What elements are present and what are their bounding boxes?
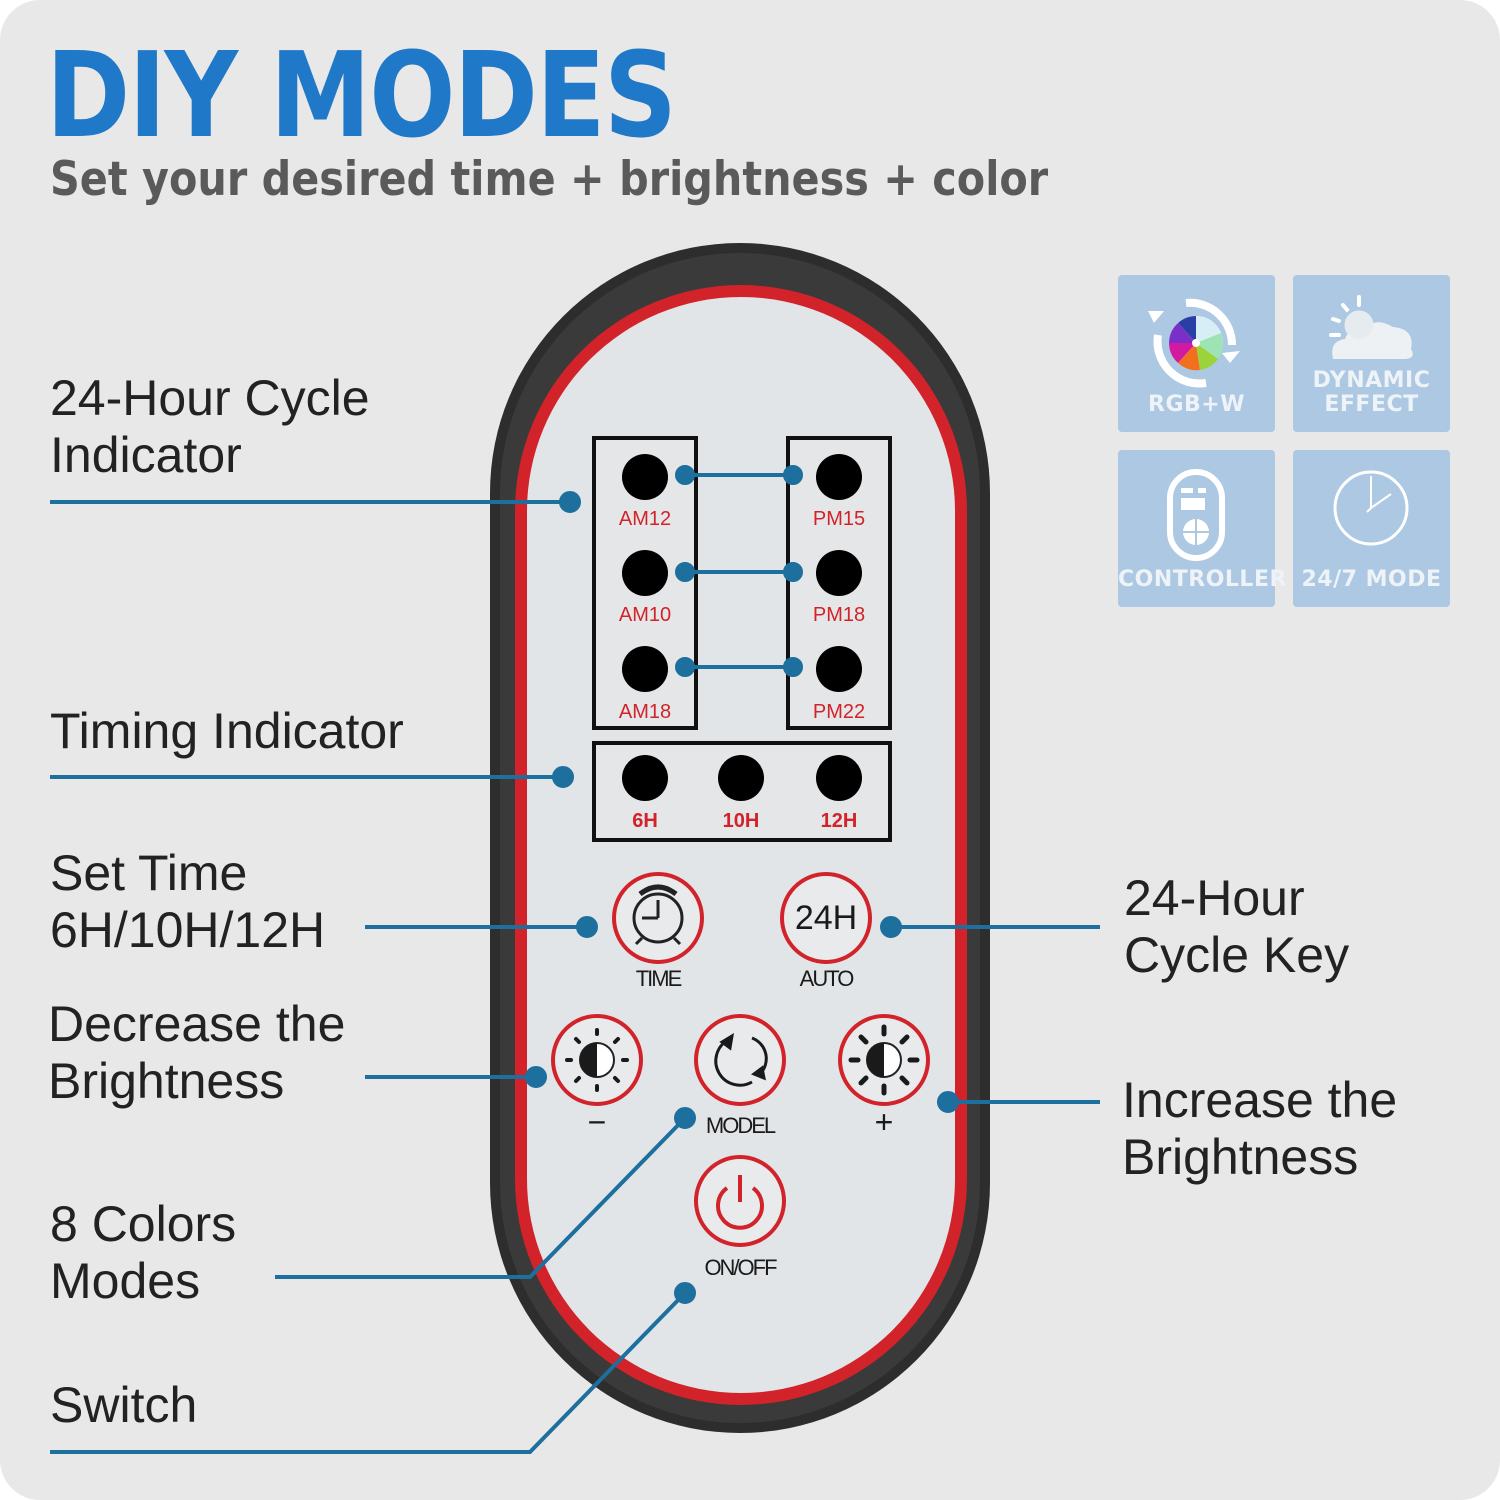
power-button[interactable]	[694, 1155, 786, 1247]
svg-text:AM18: AM18	[619, 701, 671, 723]
badge-rgbw: RGB+W	[1118, 275, 1275, 432]
svg-text:24H: 24H	[795, 899, 857, 937]
svg-text:AM12: AM12	[619, 508, 671, 530]
pm-indicator-panel	[786, 436, 892, 730]
svg-text:PM18: PM18	[813, 604, 865, 626]
callout-color-modes: 8 Colors Modes	[50, 1196, 237, 1309]
cycle-arrows-icon	[714, 1033, 768, 1087]
remote-icon	[1167, 469, 1225, 561]
brightness-up-button[interactable]	[838, 1014, 930, 1106]
brightness-low-icon	[565, 1028, 629, 1092]
svg-text:MODEL: MODEL	[706, 1113, 776, 1138]
color-wheel-icon	[1148, 298, 1240, 388]
badge-dynamic-effect: DYNAMIC EFFECT	[1293, 275, 1450, 432]
callout-cycle-indicator: 24-Hour Cycle Indicator	[50, 370, 370, 483]
callout-set-time: Set Time 6H/10H/12H	[50, 845, 326, 958]
badge-24-7-mode: 24/7 MODE	[1293, 450, 1450, 607]
svg-text:−: −	[588, 1104, 607, 1140]
page-subtitle: Set your desired time + brightness + col…	[50, 152, 1049, 207]
badge-controller: CONTROLLER	[1118, 450, 1287, 607]
callout-switch: Switch	[50, 1377, 198, 1433]
button-labels: TIME 24H AUTO − MODEL + ON/OFF	[588, 899, 894, 1280]
callout-cycle-key: 24-Hour Cycle Key	[1124, 870, 1350, 983]
led-labels: AM12 AM10 AM18 PM15 PM18 PM22 6H 10H 12H	[619, 508, 865, 832]
svg-text:12H: 12H	[821, 810, 858, 832]
svg-text:PM22: PM22	[813, 701, 865, 723]
time-button[interactable]	[612, 872, 704, 964]
svg-text:+: +	[875, 1104, 894, 1140]
badge-label: RGB+W	[1148, 392, 1245, 417]
clock-icon	[1333, 470, 1409, 546]
svg-text:ON/OFF: ON/OFF	[704, 1255, 777, 1280]
alarm-clock-icon	[632, 884, 684, 946]
page-title: DIY MODES	[46, 26, 677, 164]
svg-text:AM10: AM10	[619, 604, 671, 626]
brightness-down-button[interactable]	[551, 1014, 643, 1106]
svg-text:10H: 10H	[723, 810, 760, 832]
brightness-high-icon	[848, 1024, 920, 1096]
callout-increase-brightness: Increase the Brightness	[1122, 1072, 1398, 1185]
svg-text:PM15: PM15	[813, 508, 865, 530]
am-indicator-panel	[592, 436, 698, 730]
model-button[interactable]	[694, 1014, 786, 1106]
badge-label: 24/7 MODE	[1301, 567, 1442, 592]
sun-cloud-icon	[1329, 295, 1413, 359]
svg-text:TIME: TIME	[636, 966, 682, 991]
svg-text:AUTO: AUTO	[800, 966, 855, 991]
timer-indicator-panel	[592, 741, 892, 842]
am-pm-link-lines	[675, 465, 803, 677]
svg-text:6H: 6H	[632, 810, 658, 832]
callout-lines	[50, 491, 1100, 1454]
power-icon	[716, 1175, 764, 1230]
badge-label: CONTROLLER	[1118, 567, 1287, 592]
badge-label: DYNAMIC EFFECT	[1312, 368, 1431, 417]
callout-timing-indicator: Timing Indicator	[50, 703, 404, 759]
auto-24h-button[interactable]	[780, 872, 872, 964]
callout-decrease-brightness: Decrease the Brightness	[48, 996, 346, 1109]
